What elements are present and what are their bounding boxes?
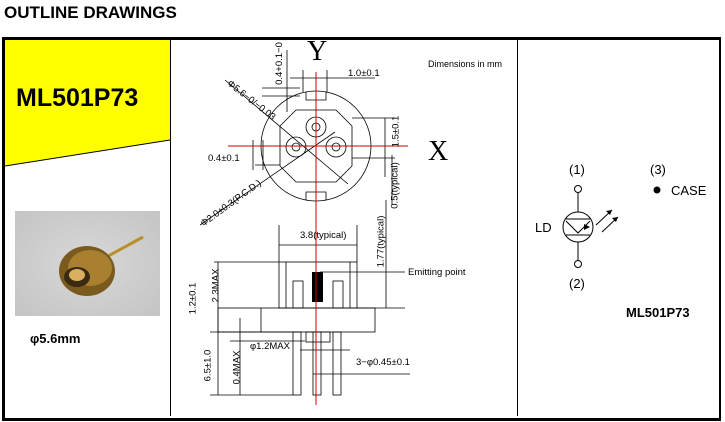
column-divider [170, 40, 171, 416]
drawing-frame [2, 37, 721, 421]
pin2-terminal [574, 260, 582, 268]
model-banner [5, 40, 171, 167]
dim-stem-diameter: φ1.2MAX [250, 341, 290, 352]
diameter-label: φ5.6mm [30, 331, 81, 346]
product-photo [15, 211, 160, 316]
model-name: ML501P73 [16, 84, 139, 112]
case-dot [653, 186, 661, 194]
y-axis-label: Y [307, 36, 328, 67]
ld-label: LD [535, 220, 552, 235]
laser-chip [312, 272, 323, 302]
inner-octagon [279, 109, 353, 183]
dim-notch-width: 1.0±0.1 [348, 68, 380, 79]
dim-flat: 0.4±0.1 [208, 153, 240, 164]
pin1-terminal [574, 185, 582, 193]
pin3-label: (3) [650, 162, 666, 177]
pin1-label: (1) [569, 162, 585, 177]
pin2-label: (2) [569, 276, 585, 291]
case-label: CASE [671, 183, 707, 198]
units-note: Dimensions in mm [428, 59, 503, 69]
schematic-model: ML501P73 [626, 305, 690, 320]
emitting-point-label: Emitting point [408, 267, 466, 278]
x-axis-label: X [428, 136, 449, 167]
dim-cap-width: 3.8(typical) [300, 230, 347, 241]
section-title: OUTLINE DRAWINGS [4, 3, 177, 22]
dim-lead-diameter: 3−φ0.45±0.1 [356, 357, 410, 368]
column-divider [517, 40, 518, 416]
